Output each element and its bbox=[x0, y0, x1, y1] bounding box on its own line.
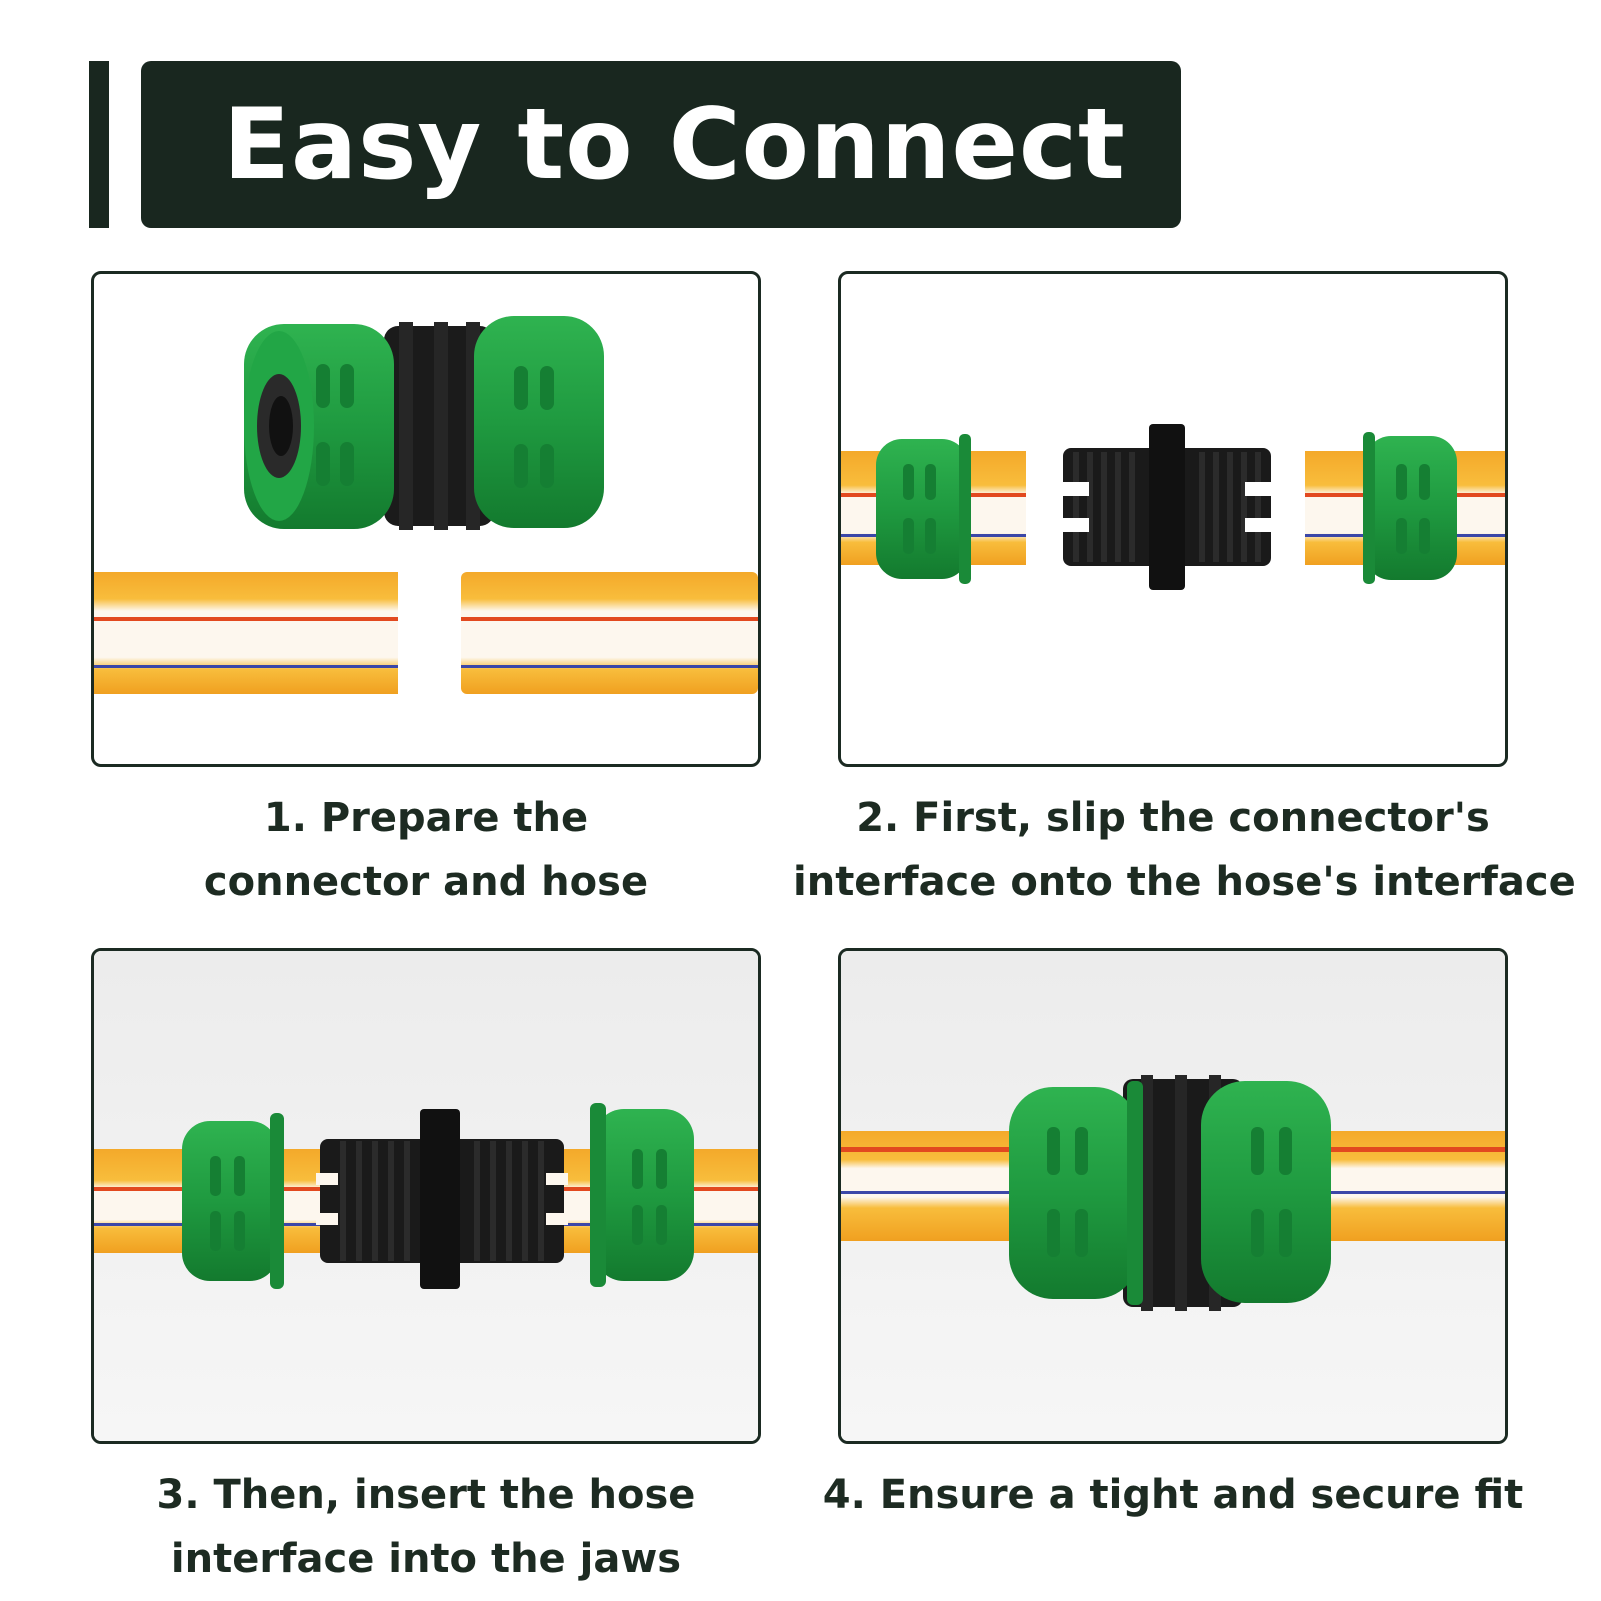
step-3-caption: 3. Then, insert the hose interface into … bbox=[46, 1463, 806, 1591]
step-1-caption-line-1: 1. Prepare the bbox=[263, 795, 589, 841]
step-2-caption: 2. First, slip the connector's interface… bbox=[793, 786, 1576, 914]
step-1-caption-line-2: connector and hose bbox=[203, 859, 649, 905]
step-3-image bbox=[91, 948, 761, 1444]
step-4-caption-line-1: 4. Ensure a tight and secure fit bbox=[822, 1472, 1524, 1518]
step-4-illustration bbox=[841, 951, 1505, 1441]
page-title: Easy to Connect bbox=[223, 87, 1126, 202]
step-2-illustration bbox=[841, 424, 1505, 590]
step-1-caption: 1. Prepare the connector and hose bbox=[46, 786, 806, 914]
step-2-image bbox=[838, 271, 1508, 767]
step-3-illustration bbox=[94, 951, 758, 1441]
step-3-caption-line-2: interface into the jaws bbox=[170, 1536, 682, 1582]
step-4-caption: 4. Ensure a tight and secure fit bbox=[793, 1463, 1553, 1527]
step-2-caption-line-2: interface onto the hose's interface bbox=[793, 859, 1576, 905]
step-1-illustration bbox=[94, 316, 758, 694]
step-1-image bbox=[91, 271, 761, 767]
step-3-caption-line-1: 3. Then, insert the hose bbox=[156, 1472, 696, 1518]
header-banner: Easy to Connect bbox=[141, 61, 1181, 228]
header-accent-bar bbox=[89, 61, 109, 228]
step-2-caption-line-1: 2. First, slip the connector's bbox=[856, 795, 1490, 841]
step-4-image bbox=[838, 948, 1508, 1444]
